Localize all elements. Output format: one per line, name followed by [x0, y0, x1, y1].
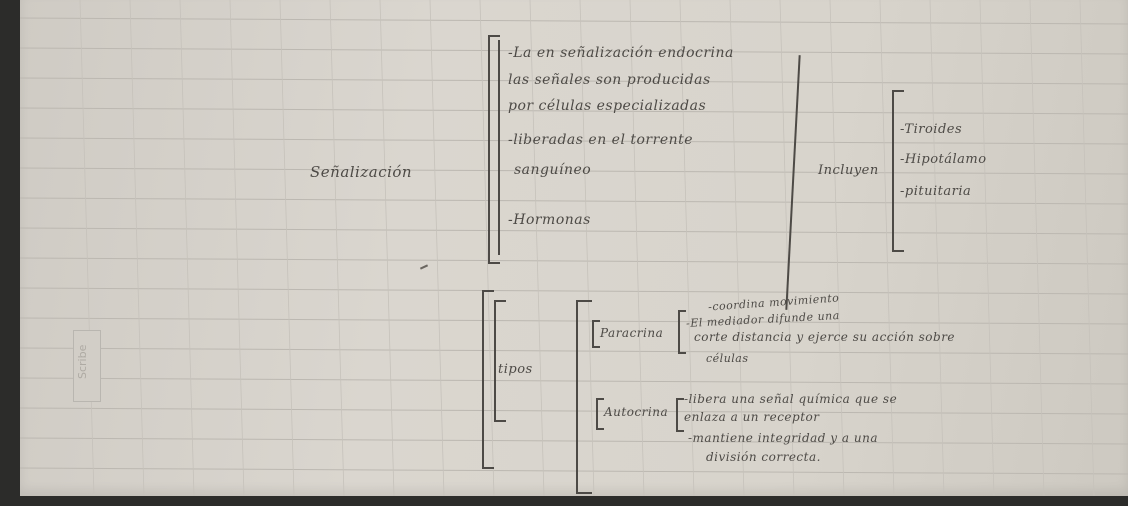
block1-bracket-inner	[498, 40, 500, 255]
root-label: Señalización	[310, 163, 413, 181]
autocrina-line-3: -mantiene integridad y a una	[688, 431, 878, 445]
tipos-outer-bracket	[482, 290, 494, 469]
ruled-line	[20, 407, 1128, 415]
grid-line	[429, 0, 445, 496]
ruled-line	[20, 17, 1128, 25]
ruled-line	[20, 347, 1128, 355]
ruled-line	[20, 227, 1128, 235]
block1-line-3: por células especializadas	[508, 98, 707, 114]
grid-line	[329, 0, 345, 496]
paracrina-label: Paracrina	[600, 326, 664, 340]
autocrina-label: Autocrina	[604, 405, 669, 419]
autocrina-label-bracket	[596, 398, 604, 430]
types-bracket	[576, 300, 592, 494]
grid-line	[579, 0, 595, 496]
incluyen-item-1: -Tiroides	[900, 122, 963, 137]
autocrina-line-1: -libera una señal química que se	[684, 392, 898, 406]
autocrina-bracket	[676, 398, 684, 432]
grid-line	[129, 0, 145, 496]
ruled-line	[20, 257, 1128, 265]
grid-line	[729, 0, 745, 496]
ruled-lines	[20, 0, 1128, 496]
incluyen-label: Incluyen	[818, 163, 879, 178]
paracrina-bracket	[678, 310, 686, 354]
grid-line	[479, 0, 495, 496]
block1-line-6: -Hormonas	[508, 212, 591, 228]
grid-line	[979, 0, 995, 496]
grid-line	[379, 0, 395, 496]
brand-stamp-text: Scribe	[76, 344, 89, 379]
paracrina-line-4: células	[706, 352, 749, 365]
block1-bracket	[488, 35, 500, 264]
ruled-line	[20, 107, 1128, 115]
autocrina-line-2: enlaza a un receptor	[684, 410, 820, 424]
ruled-line	[20, 77, 1128, 85]
ruled-line	[20, 377, 1128, 385]
block1-line-2: las señales son producidas	[508, 72, 711, 88]
grid-line	[229, 0, 245, 496]
ruled-line	[20, 467, 1128, 475]
incluyen-bracket	[892, 90, 904, 252]
ruled-line	[20, 437, 1128, 445]
tipos-label: tipos	[498, 362, 533, 377]
ruled-line	[20, 47, 1128, 55]
block1-line-5: sanguíneo	[514, 162, 592, 178]
incluyen-item-3: -pituitaria	[900, 184, 972, 199]
ruled-line	[20, 167, 1128, 175]
grid-line	[179, 0, 195, 496]
grid-line	[79, 0, 95, 496]
grid-line	[929, 0, 945, 496]
ruled-line	[20, 317, 1128, 325]
notebook-page: Scribe Señalización -La en señalización …	[20, 0, 1128, 496]
paracrina-line-3: corte distancia y ejerce su acción sobre	[694, 330, 956, 344]
grid-line	[529, 0, 545, 496]
brand-stamp: Scribe	[73, 330, 101, 402]
grid-line	[829, 0, 845, 496]
ruled-line	[20, 197, 1128, 205]
grid-line	[1029, 0, 1045, 496]
paracrina-label-bracket	[592, 320, 600, 348]
grid-line	[629, 0, 645, 496]
autocrina-line-4: división correcta.	[706, 450, 821, 464]
grid-line	[1079, 0, 1095, 496]
grid-line	[679, 0, 695, 496]
grid-line	[279, 0, 295, 496]
grid-line	[879, 0, 895, 496]
block1-line-4: -liberadas en el torrente	[508, 132, 694, 148]
incluyen-item-2: -Hipotálamo	[900, 152, 987, 167]
ruled-line	[20, 287, 1128, 295]
ruled-line	[20, 137, 1128, 145]
grid-line	[779, 0, 795, 496]
block1-line-1: -La en señalización endocrina	[508, 45, 734, 61]
tipos-bracket	[494, 300, 506, 422]
